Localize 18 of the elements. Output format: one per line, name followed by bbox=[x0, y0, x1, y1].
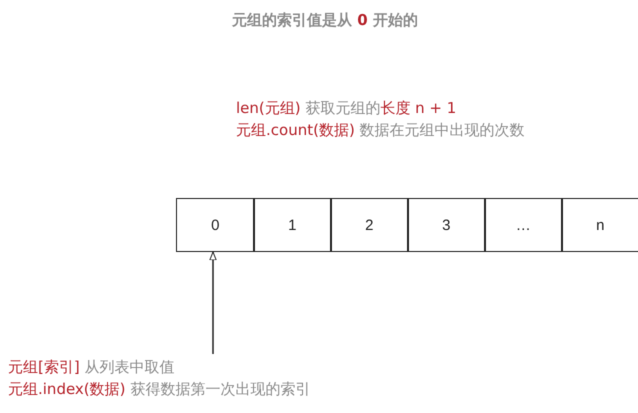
array-cell bbox=[253, 198, 332, 252]
array-cell bbox=[176, 198, 254, 252]
array-cell bbox=[561, 198, 638, 252]
annotation-text: 元组.count(数据) 数据在元组中出现的次数 bbox=[236, 121, 525, 139]
array-cell bbox=[484, 198, 562, 252]
arrow bbox=[209, 252, 217, 354]
cell-label: 2 bbox=[365, 216, 374, 234]
title: 元组的索引值是从 0 开始的 bbox=[232, 11, 418, 29]
cell-label: 3 bbox=[442, 216, 450, 234]
annotation-text: 元组[索引] 从列表中取值 bbox=[8, 357, 176, 378]
cell-label: n bbox=[596, 216, 604, 234]
array-cell bbox=[407, 198, 486, 252]
annotation-text: len(元组) 获取元组的长度 n + 1 bbox=[236, 99, 456, 117]
cell-label: … bbox=[516, 216, 531, 234]
cell-label: 0 bbox=[211, 216, 220, 234]
array-cell bbox=[330, 198, 408, 252]
cell-label: 1 bbox=[288, 216, 296, 234]
annotation-text: 元组.index(数据) 获得数据第一次出现的索引 bbox=[8, 379, 310, 400]
